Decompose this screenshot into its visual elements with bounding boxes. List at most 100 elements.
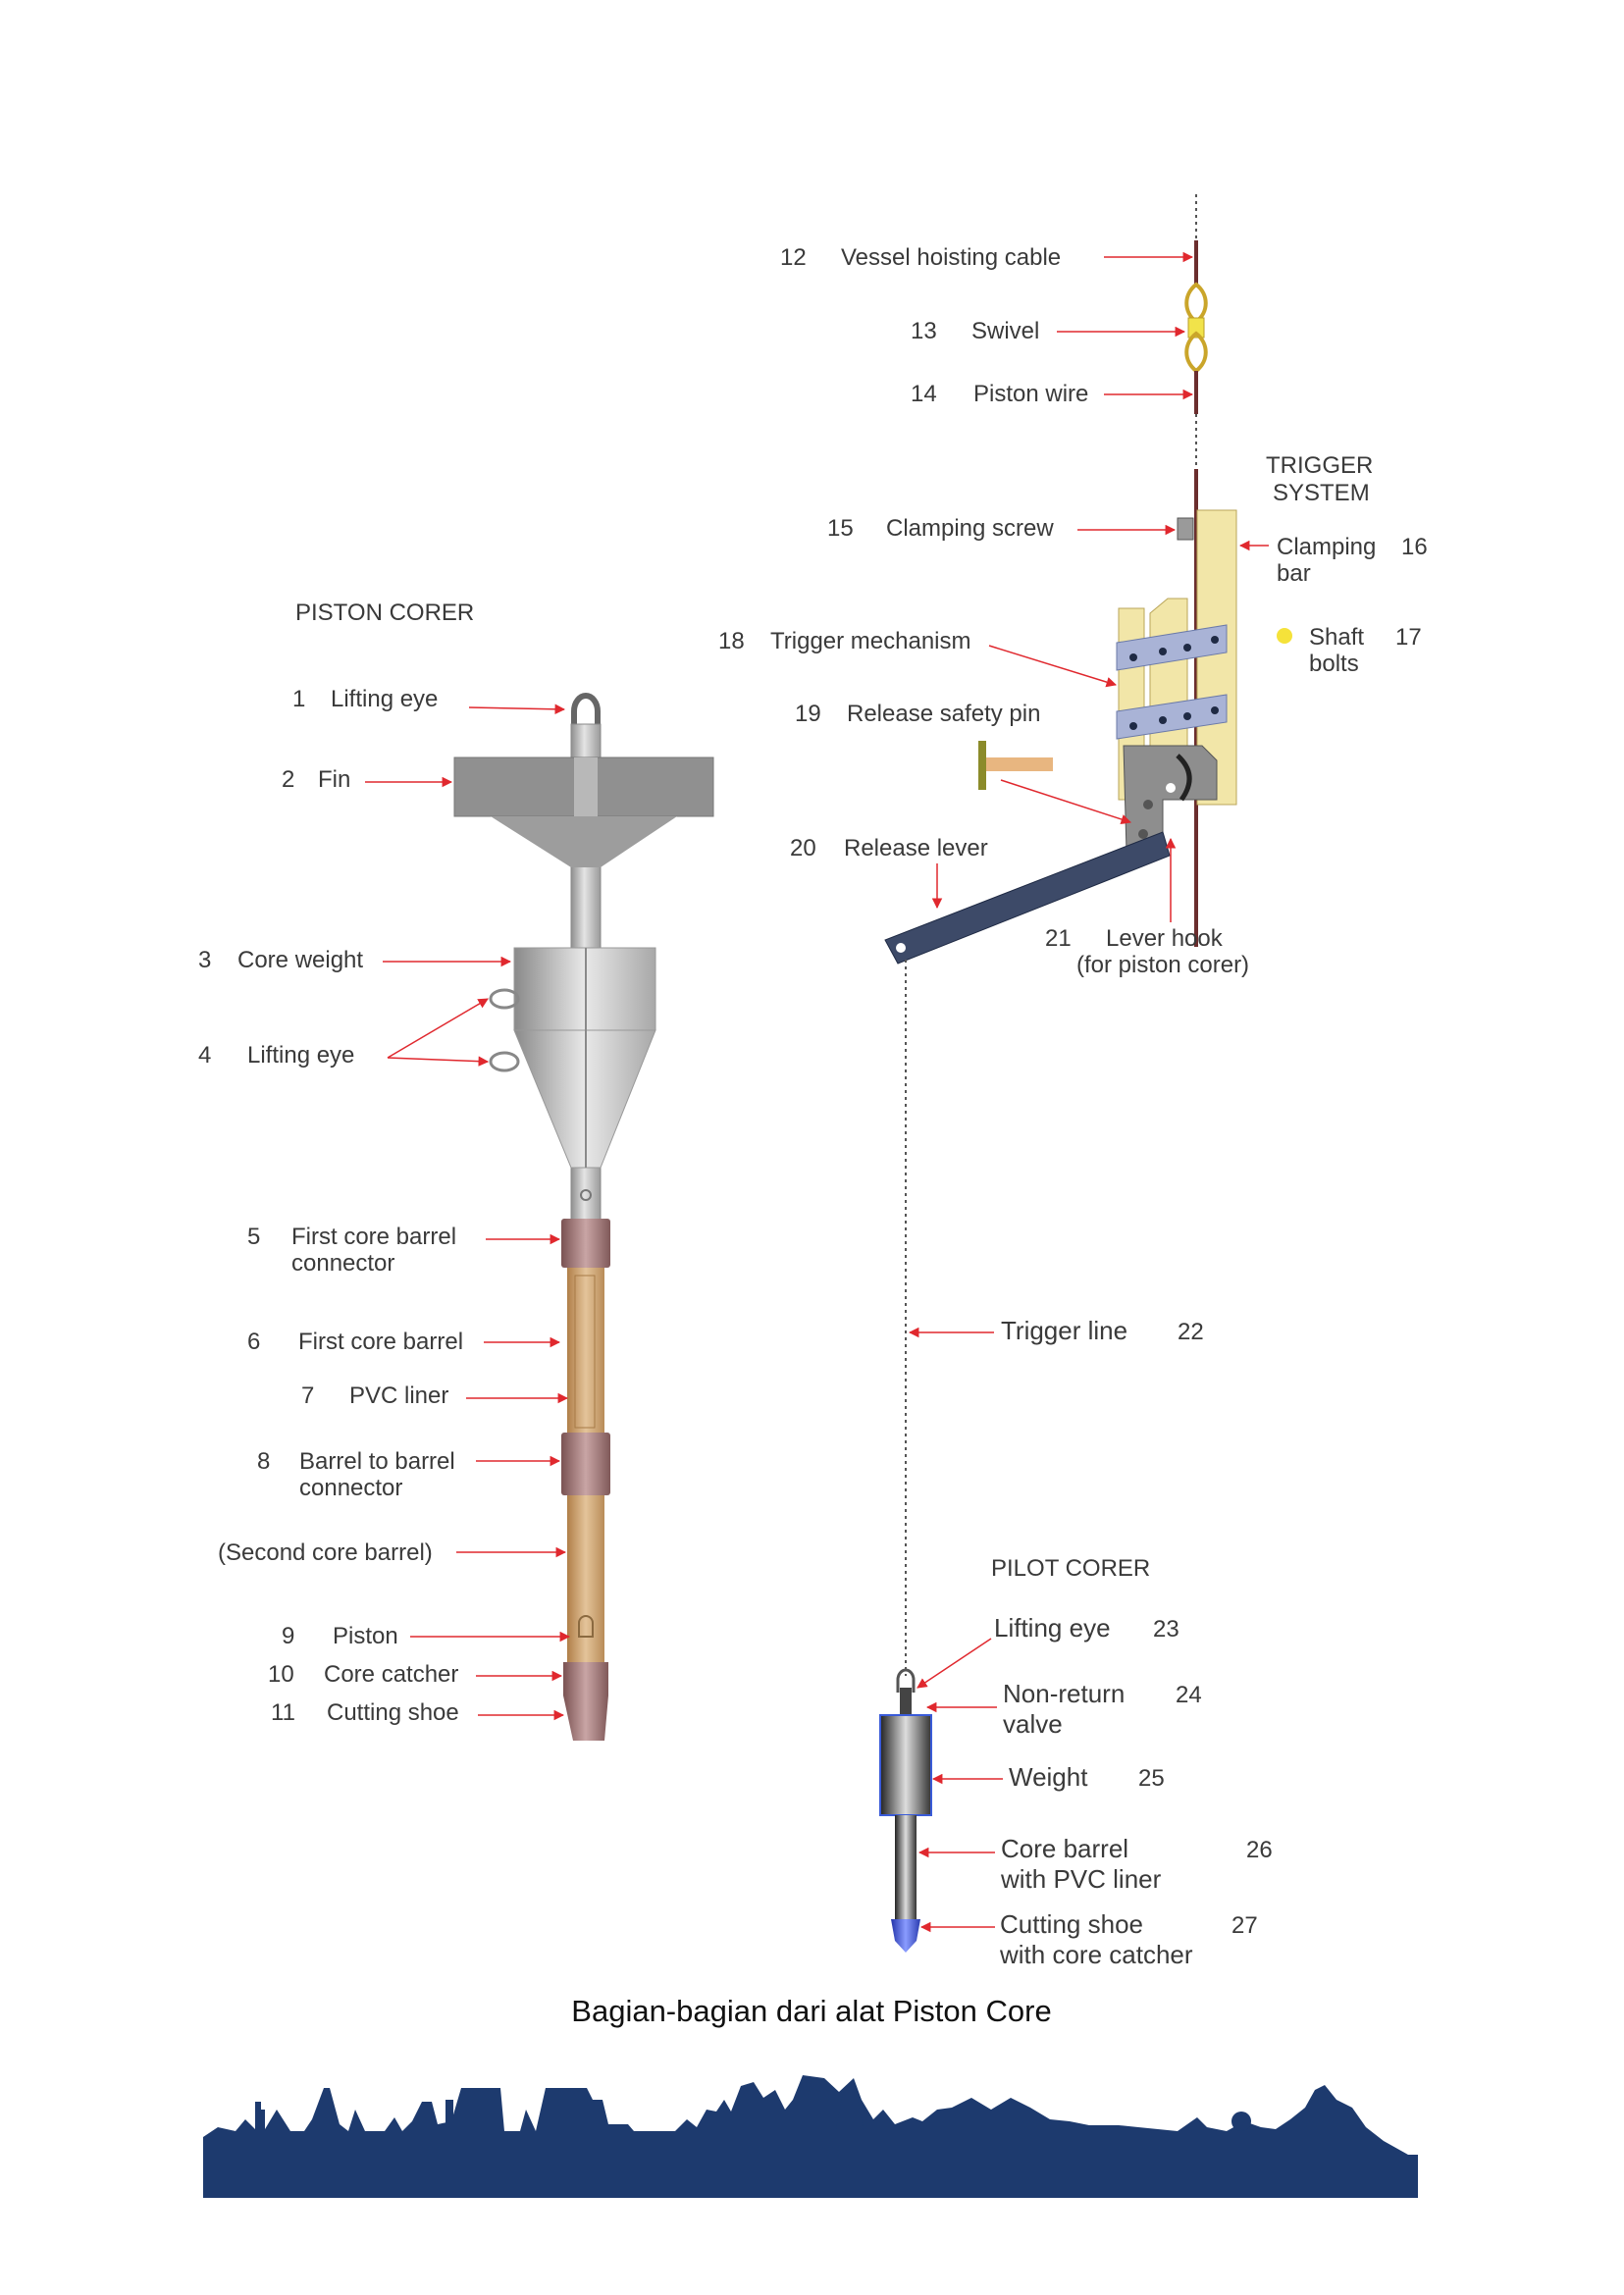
svg-text:18: 18 [718, 628, 745, 654]
svg-text:11: 11 [271, 1699, 295, 1726]
pilot-lifting-eye [896, 1668, 916, 1693]
label-20: 20 Release lever [790, 835, 988, 861]
svg-text:Cutting shoe: Cutting shoe [1000, 1909, 1143, 1939]
footer-skyline-banner [203, 2075, 1418, 2198]
svg-text:Weight: Weight [1009, 1762, 1088, 1792]
svg-text:with core catcher: with core catcher [999, 1940, 1193, 1969]
label-10: 10 Core catcher [268, 1661, 458, 1688]
svg-text:Trigger mechanism: Trigger mechanism [770, 628, 971, 654]
svg-text:24: 24 [1176, 1682, 1202, 1708]
title-pilot-corer: PILOT CORER [991, 1555, 1150, 1582]
label-3: 3 Core weight [198, 947, 363, 973]
svg-text:connector: connector [299, 1475, 402, 1501]
svg-text:13: 13 [911, 318, 937, 344]
core-catcher [563, 1662, 608, 1695]
figure-caption: Bagian-bagian dari alat Piston Core [571, 1994, 1051, 2028]
svg-text:12: 12 [780, 244, 807, 271]
label-13: 13 Swivel [911, 318, 1039, 344]
svg-text:(for piston corer): (for piston corer) [1076, 952, 1249, 978]
svg-text:Cutting shoe: Cutting shoe [327, 1699, 459, 1726]
svg-text:Lever hook: Lever hook [1106, 925, 1224, 952]
svg-text:4: 4 [198, 1042, 211, 1069]
svg-text:Lifting eye: Lifting eye [331, 686, 438, 712]
top-lifting-eye [571, 693, 601, 734]
release-safety-pin-head [978, 741, 986, 790]
release-safety-pin [986, 757, 1053, 771]
barrel-to-barrel-connector [561, 1433, 610, 1495]
label-24: Non-return valve 24 [1003, 1679, 1202, 1739]
shaft-bolt-strap-bottom [1116, 694, 1228, 740]
svg-text:Shaft: Shaft [1309, 624, 1364, 651]
label-23: Lifting eye 23 [994, 1613, 1179, 1643]
label-2: 2 Fin [282, 766, 350, 793]
label-26: Core barrel with PVC liner 26 [1000, 1834, 1273, 1894]
svg-text:Core barrel: Core barrel [1001, 1834, 1128, 1863]
label-second-core-barrel: (Second core barrel) [218, 1539, 433, 1566]
svg-text:1: 1 [292, 686, 305, 712]
svg-text:Clamping: Clamping [1277, 534, 1376, 560]
svg-text:PVC liner: PVC liner [349, 1382, 448, 1409]
svg-text:Clamping screw: Clamping screw [886, 515, 1054, 542]
label-4: 4 Lifting eye [198, 1042, 354, 1069]
label-18: 18 Trigger mechanism [718, 628, 971, 654]
skyline-base [203, 2155, 1418, 2198]
first-core-barrel [567, 1266, 604, 1433]
label-17: Shaft bolts 17 [1277, 624, 1422, 677]
sun-emblem [1231, 2112, 1251, 2131]
piston-corer-drawing [453, 693, 714, 1741]
svg-text:10: 10 [268, 1661, 294, 1688]
trigger-system-drawing [884, 194, 1237, 1676]
first-barrel-connector [561, 1219, 610, 1268]
piston [578, 1615, 594, 1638]
title-piston-corer: PISTON CORER [295, 600, 474, 626]
svg-text:15: 15 [827, 515, 854, 542]
svg-text:Swivel: Swivel [971, 318, 1039, 344]
svg-text:bar: bar [1277, 560, 1311, 587]
svg-text:bolts: bolts [1309, 651, 1359, 677]
title-trigger-system-line1: TRIGGER [1266, 452, 1373, 479]
svg-text:17: 17 [1395, 624, 1422, 651]
svg-text:Piston wire: Piston wire [973, 381, 1088, 407]
label-7: 7 PVC liner [301, 1382, 448, 1409]
swivel [1184, 282, 1208, 374]
side-lifting-eye-2 [489, 1051, 520, 1072]
title-trigger-system-line2: SYSTEM [1273, 480, 1370, 506]
svg-text:25: 25 [1138, 1765, 1165, 1792]
label-11: 11 Cutting shoe [271, 1699, 459, 1726]
svg-text:Piston: Piston [333, 1623, 398, 1649]
svg-text:27: 27 [1231, 1912, 1258, 1939]
svg-text:20: 20 [790, 835, 816, 861]
svg-text:5: 5 [247, 1224, 260, 1250]
svg-text:First core barrel: First core barrel [291, 1224, 456, 1250]
svg-text:22: 22 [1178, 1319, 1204, 1345]
svg-text:Release lever: Release lever [844, 835, 988, 861]
svg-text:Vessel hoisting cable: Vessel hoisting cable [841, 244, 1061, 271]
svg-text:21: 21 [1045, 925, 1072, 952]
pilot-cutting-shoe [891, 1919, 920, 1953]
label-12: 12 Vessel hoisting cable [780, 244, 1061, 271]
label-1: 1 Lifting eye [292, 686, 438, 712]
second-core-barrel [567, 1495, 604, 1662]
label-6: 6 First core barrel [247, 1329, 463, 1355]
lever-hook-housing [1123, 745, 1218, 853]
label-9: 9 Piston [282, 1623, 398, 1649]
label-16: Clamping bar 16 [1277, 534, 1428, 587]
pilot-corer-drawing [879, 1668, 932, 1953]
side-lifting-eye-1 [489, 988, 520, 1010]
svg-text:7: 7 [301, 1382, 314, 1409]
svg-text:6: 6 [247, 1329, 260, 1355]
svg-text:26: 26 [1246, 1837, 1273, 1863]
clamping-screw [1177, 517, 1194, 541]
svg-text:2: 2 [282, 766, 294, 793]
svg-text:Trigger line: Trigger line [1001, 1316, 1127, 1345]
svg-text:Barrel to barrel: Barrel to barrel [299, 1448, 455, 1475]
svg-text:Core catcher: Core catcher [324, 1661, 458, 1688]
svg-text:3: 3 [198, 947, 211, 973]
shaft-bolt-strap-top [1116, 624, 1228, 671]
svg-text:connector: connector [291, 1250, 394, 1277]
label-15: 15 Clamping screw [827, 515, 1054, 542]
label-19: 19 Release safety pin [795, 701, 1040, 727]
pilot-core-barrel [895, 1815, 917, 1919]
cutting-shoe [563, 1695, 608, 1741]
